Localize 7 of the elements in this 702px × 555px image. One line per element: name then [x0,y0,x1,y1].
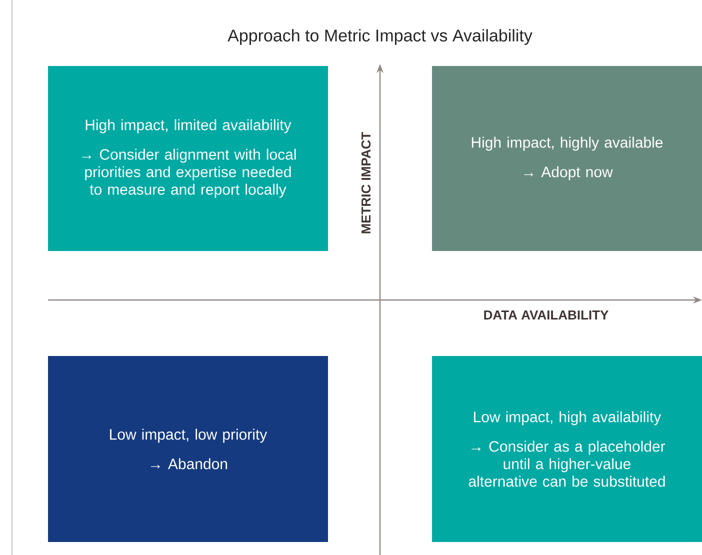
axis-label: METRIC IMPACT [361,132,371,234]
quadrant-box: High impact, limited availability → Consider alignment with local priorities and expertise needed to measure and report locally [48,66,328,251]
quadrant-box: High impact, highly available → Adopt now [432,66,702,251]
title: Approach to Metric Impact vs Availability [228,29,532,45]
quadrant-box: Low impact, high availability → Consider as a placeholder until a higher-value alternative can be substituted [432,356,702,542]
quadrant-box: Low impact, low priority → Abandon [48,356,328,542]
axis-label: DATA AVAILABILITY [484,310,608,320]
